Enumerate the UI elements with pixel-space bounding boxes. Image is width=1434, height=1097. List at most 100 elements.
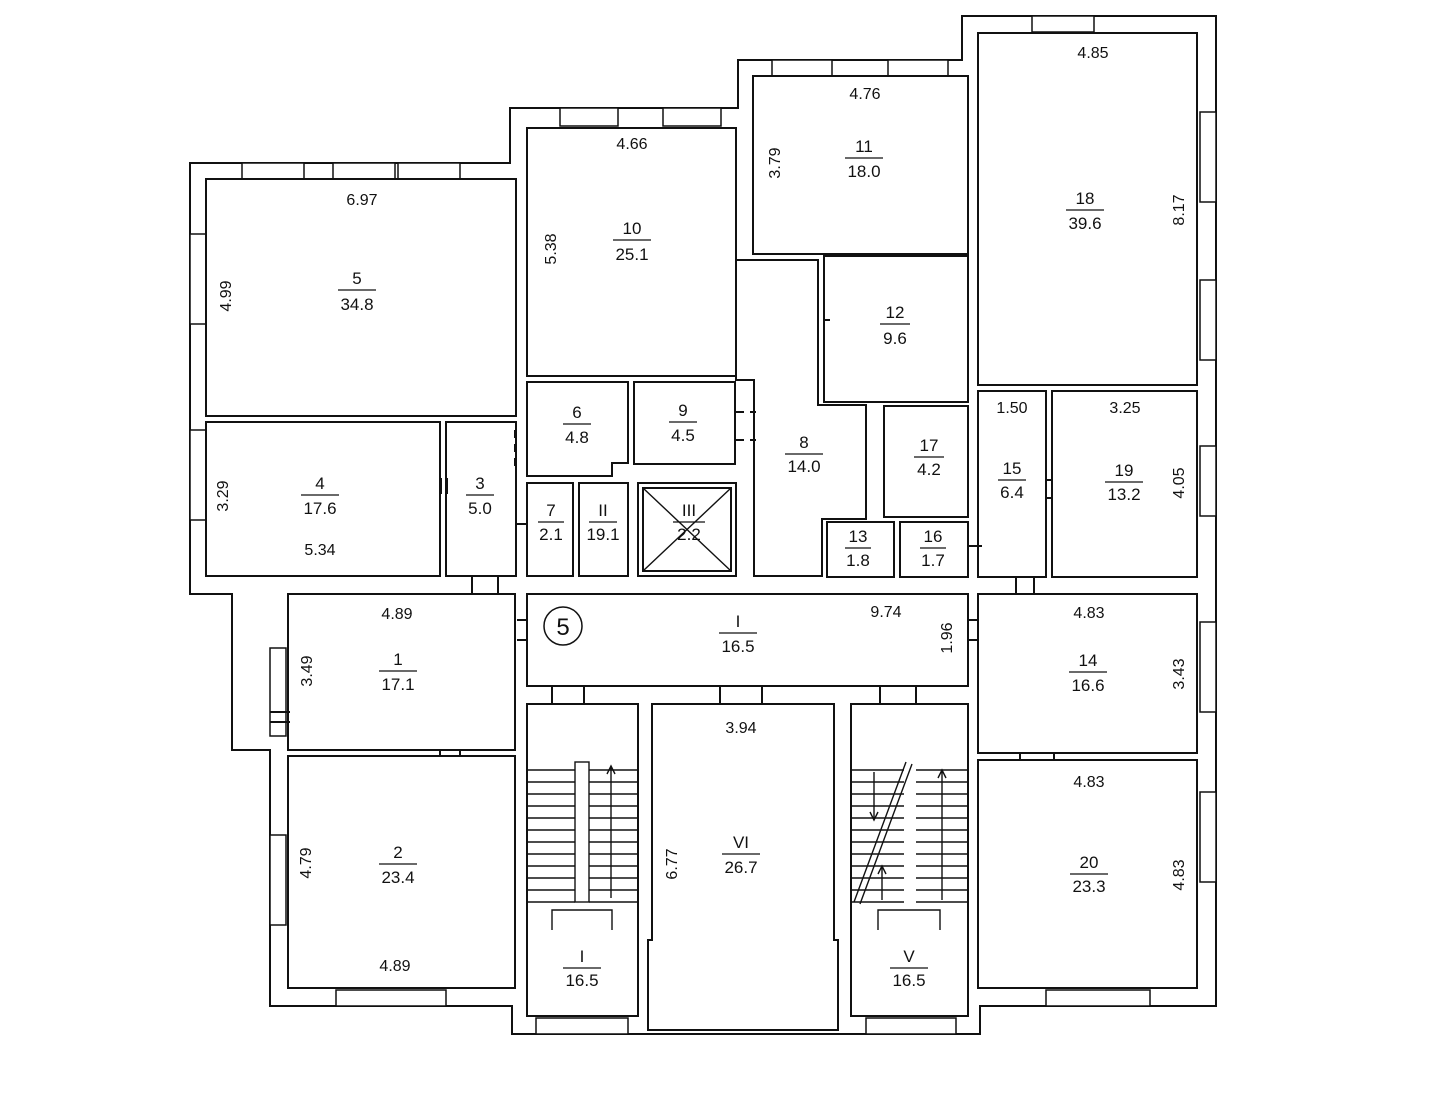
room-V-label-visible: V 16.5 bbox=[890, 947, 928, 990]
dim-room-19-height: 4.05 bbox=[1171, 467, 1188, 498]
room-4-outline bbox=[205, 421, 441, 577]
room-19-label: 19 13.2 bbox=[1105, 461, 1143, 504]
room-1-label: 1 17.1 bbox=[379, 650, 417, 694]
room-17-number: 17 bbox=[920, 436, 939, 455]
room-20-label: 20 23.3 bbox=[1070, 853, 1108, 896]
dim-room-2-height: 4.79 bbox=[298, 847, 315, 878]
dim-room-19-width: 3.25 bbox=[1109, 400, 1140, 417]
dimension-labels: 6.97 4.99 5.38 4.66 4.76 3.79 4.85 8.17 … bbox=[215, 45, 1188, 975]
room-5-outline bbox=[205, 178, 517, 417]
room-7-number: 7 bbox=[546, 501, 555, 520]
room-II-number: I bbox=[736, 612, 741, 631]
room-19-outline bbox=[1051, 390, 1198, 578]
room-1-number: 1 bbox=[393, 650, 402, 669]
dim-room-II-width: 9.74 bbox=[870, 604, 901, 621]
room-13-label: 13 1.8 bbox=[845, 527, 871, 570]
room-V-area: 16.5 bbox=[892, 971, 925, 990]
room-II-area: 16.5 bbox=[721, 637, 754, 656]
room-18-outline bbox=[977, 32, 1198, 386]
room-19-area: 13.2 bbox=[1107, 485, 1140, 504]
room-16-outline bbox=[899, 521, 969, 578]
room-20-area: 23.3 bbox=[1072, 877, 1105, 896]
room-13-number: 13 bbox=[849, 527, 868, 546]
outer-walls bbox=[189, 15, 1217, 1035]
floor-badge-number: 5 bbox=[556, 614, 569, 641]
room-6-area: 4.8 bbox=[565, 428, 589, 447]
doors bbox=[270, 255, 1055, 760]
room-20-number: 20 bbox=[1080, 853, 1099, 872]
stair-V bbox=[851, 761, 968, 930]
room-I-number-true: I bbox=[580, 947, 585, 966]
elevator-cross bbox=[642, 487, 732, 572]
room-6-outline bbox=[526, 381, 629, 477]
dim-room-5-width: 6.97 bbox=[346, 192, 377, 209]
room-V-number: V bbox=[903, 947, 915, 966]
room-9-area: 4.5 bbox=[671, 426, 695, 445]
room-14-label: 14 16.6 bbox=[1069, 651, 1107, 695]
room-labels: 5 34.8 10 25.1 11 18.0 18 39.6 12 9.6 6 … bbox=[301, 137, 1143, 896]
room-3-label: 3 5.0 bbox=[466, 474, 494, 518]
dim-room-1-height: 3.49 bbox=[299, 655, 316, 686]
room-10-area: 25.1 bbox=[615, 245, 648, 264]
room-2-label: 2 23.4 bbox=[379, 843, 417, 887]
dim-room-20-height: 4.83 bbox=[1171, 859, 1188, 890]
room-17-outline bbox=[883, 405, 969, 518]
room-13-outline bbox=[826, 521, 895, 578]
room-IV-label: III 2.2 bbox=[673, 501, 705, 544]
dim-room-14-width: 4.83 bbox=[1073, 605, 1104, 622]
room-VI-outline bbox=[647, 703, 839, 1031]
room-4-number: 4 bbox=[315, 474, 324, 493]
room-4-area: 17.6 bbox=[303, 499, 336, 518]
room-8-label: 8 14.0 bbox=[785, 433, 823, 476]
room-1-area: 17.1 bbox=[381, 675, 414, 694]
dim-room-18-width: 4.85 bbox=[1077, 45, 1108, 62]
room-3-area: 5.0 bbox=[468, 499, 492, 518]
room-12-outline bbox=[823, 255, 969, 403]
stair-labels-visible: room-19 room-I I 16.5 V 16.5 bbox=[563, 947, 928, 990]
room-8-outline bbox=[735, 259, 867, 577]
room-18-label: 18 39.6 bbox=[1066, 189, 1104, 233]
room-11-label: 11 18.0 bbox=[845, 137, 883, 181]
dim-room-11-width: 4.76 bbox=[849, 86, 880, 103]
room-12-number: 12 bbox=[886, 303, 905, 322]
room-6-number: 6 bbox=[572, 403, 581, 422]
room-7-label: 7 2.1 bbox=[538, 501, 564, 544]
room-11-area: 18.0 bbox=[847, 162, 880, 181]
room-IV-area: 2.2 bbox=[677, 525, 701, 544]
room-9-label: 9 4.5 bbox=[669, 401, 697, 445]
room-VI-area: 26.7 bbox=[724, 858, 757, 877]
dim-room-VI-width: 3.94 bbox=[725, 720, 756, 737]
room-V-outline bbox=[850, 703, 969, 1017]
room-VI-number: VI bbox=[733, 833, 749, 852]
room-16-label: 16 1.7 bbox=[920, 527, 946, 570]
room-18-area: 39.6 bbox=[1068, 214, 1101, 233]
room-12-area: 9.6 bbox=[883, 329, 907, 348]
room-6-label: 6 4.8 bbox=[563, 403, 591, 447]
room-15-outline bbox=[977, 390, 1047, 578]
room-I-area: 16.5 bbox=[565, 971, 598, 990]
dim-room-4-width: 5.34 bbox=[304, 542, 335, 559]
room-7-area: 2.1 bbox=[539, 525, 563, 544]
dim-room-II-height: 1.96 bbox=[939, 622, 956, 653]
room-III-area: 19.1 bbox=[586, 525, 619, 544]
room-8-number: 8 bbox=[799, 433, 808, 452]
room-14-area: 16.6 bbox=[1071, 676, 1104, 695]
room-8-area: 14.0 bbox=[787, 457, 820, 476]
room-19-number: 19 bbox=[1115, 461, 1134, 480]
room-11-outline bbox=[752, 75, 969, 255]
room-14-outline bbox=[977, 593, 1198, 754]
room-12-label: 12 9.6 bbox=[880, 303, 910, 348]
room-11-number: 11 bbox=[855, 137, 873, 156]
stair-I bbox=[527, 761, 638, 930]
room-1-outline bbox=[287, 593, 516, 751]
dim-room-14-height: 3.43 bbox=[1171, 658, 1188, 689]
room-14-number: 14 bbox=[1079, 651, 1098, 670]
dim-room-1-width: 4.89 bbox=[381, 606, 412, 623]
dim-room-18-height: 8.17 bbox=[1171, 194, 1188, 225]
dim-room-2-width: 4.89 bbox=[379, 958, 410, 975]
room-16-number: 16 bbox=[924, 527, 943, 546]
room-2-area: 23.4 bbox=[381, 868, 414, 887]
room-3-outline bbox=[445, 421, 517, 577]
room-III-outline bbox=[578, 482, 629, 577]
